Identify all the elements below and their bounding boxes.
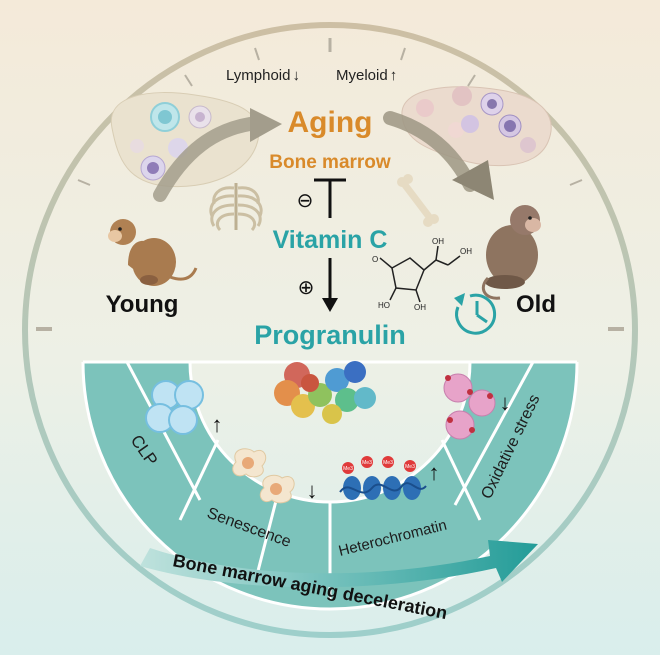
histone-mark-2: Me3 xyxy=(362,460,372,466)
histone-mark-1: Me3 xyxy=(343,466,353,472)
clp-arrow: ↑ xyxy=(212,412,223,437)
progranulin-label: Progranulin xyxy=(254,320,406,350)
molecule-oh-bottom: OH xyxy=(414,303,426,312)
molecule-ho: HO xyxy=(378,301,390,310)
young-label: Young xyxy=(106,291,179,318)
molecule-oh-top: OH xyxy=(460,247,472,256)
inhibit-symbol: ⊖ xyxy=(297,190,314,212)
vitamin-c-label: Vitamin C xyxy=(273,226,388,254)
aging-title: Aging xyxy=(288,106,373,139)
molecule-o: O xyxy=(372,255,378,264)
senescence-arrow: ↓ xyxy=(307,478,318,503)
lymphoid-label: Lymphoid↓ xyxy=(226,67,300,84)
molecule-oh-mid: OH xyxy=(432,237,444,246)
histone-mark-3: Me3 xyxy=(383,460,393,466)
heterochromatin-arrow: ↑ xyxy=(429,460,440,485)
old-label: Old xyxy=(516,291,556,318)
histone-mark-4: Me3 xyxy=(405,464,415,470)
oxidative-arrow: ↓ xyxy=(500,390,511,415)
bone-marrow-label: Bone marrow xyxy=(269,152,391,173)
promote-symbol: ⊕ xyxy=(298,277,315,299)
